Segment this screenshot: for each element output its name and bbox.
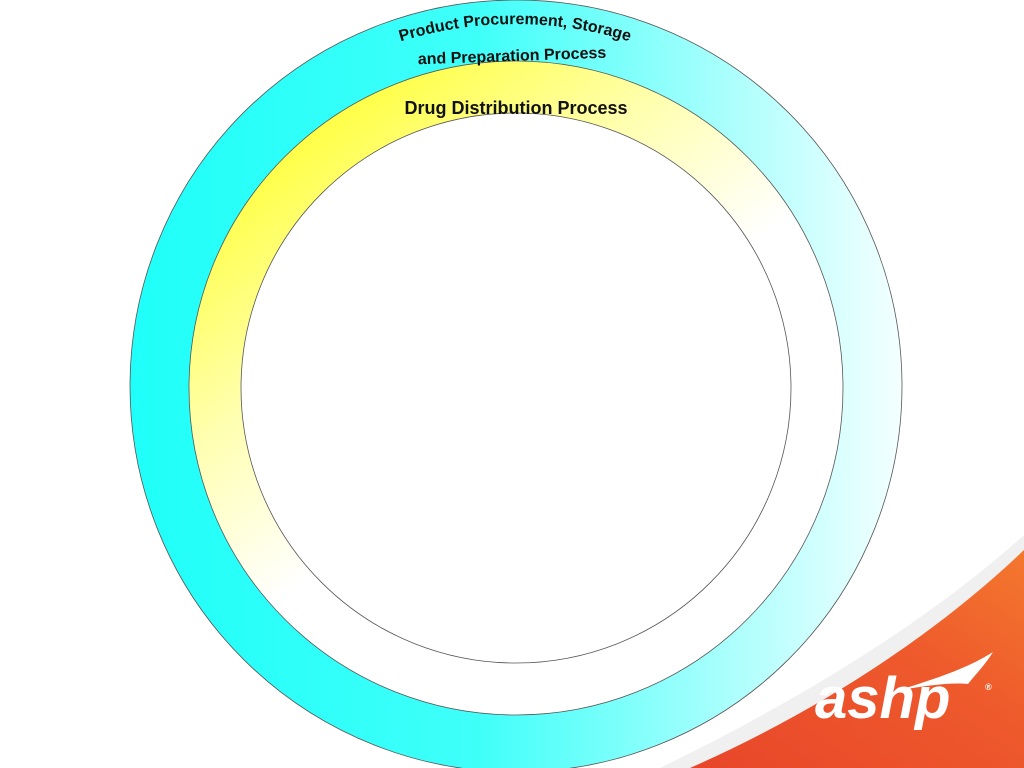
logo-wordmark: ashp [815,666,950,731]
middle-ring-label: Drug Distribution Process [404,98,627,118]
logo-band [690,550,1024,768]
ashp-logo: ashp ® [660,535,1024,768]
logo-swoosh [900,652,993,690]
registered-mark: ® [985,682,992,692]
inner-circle [240,112,792,664]
outer-ring-label-line2: and Preparation Process [418,45,607,69]
